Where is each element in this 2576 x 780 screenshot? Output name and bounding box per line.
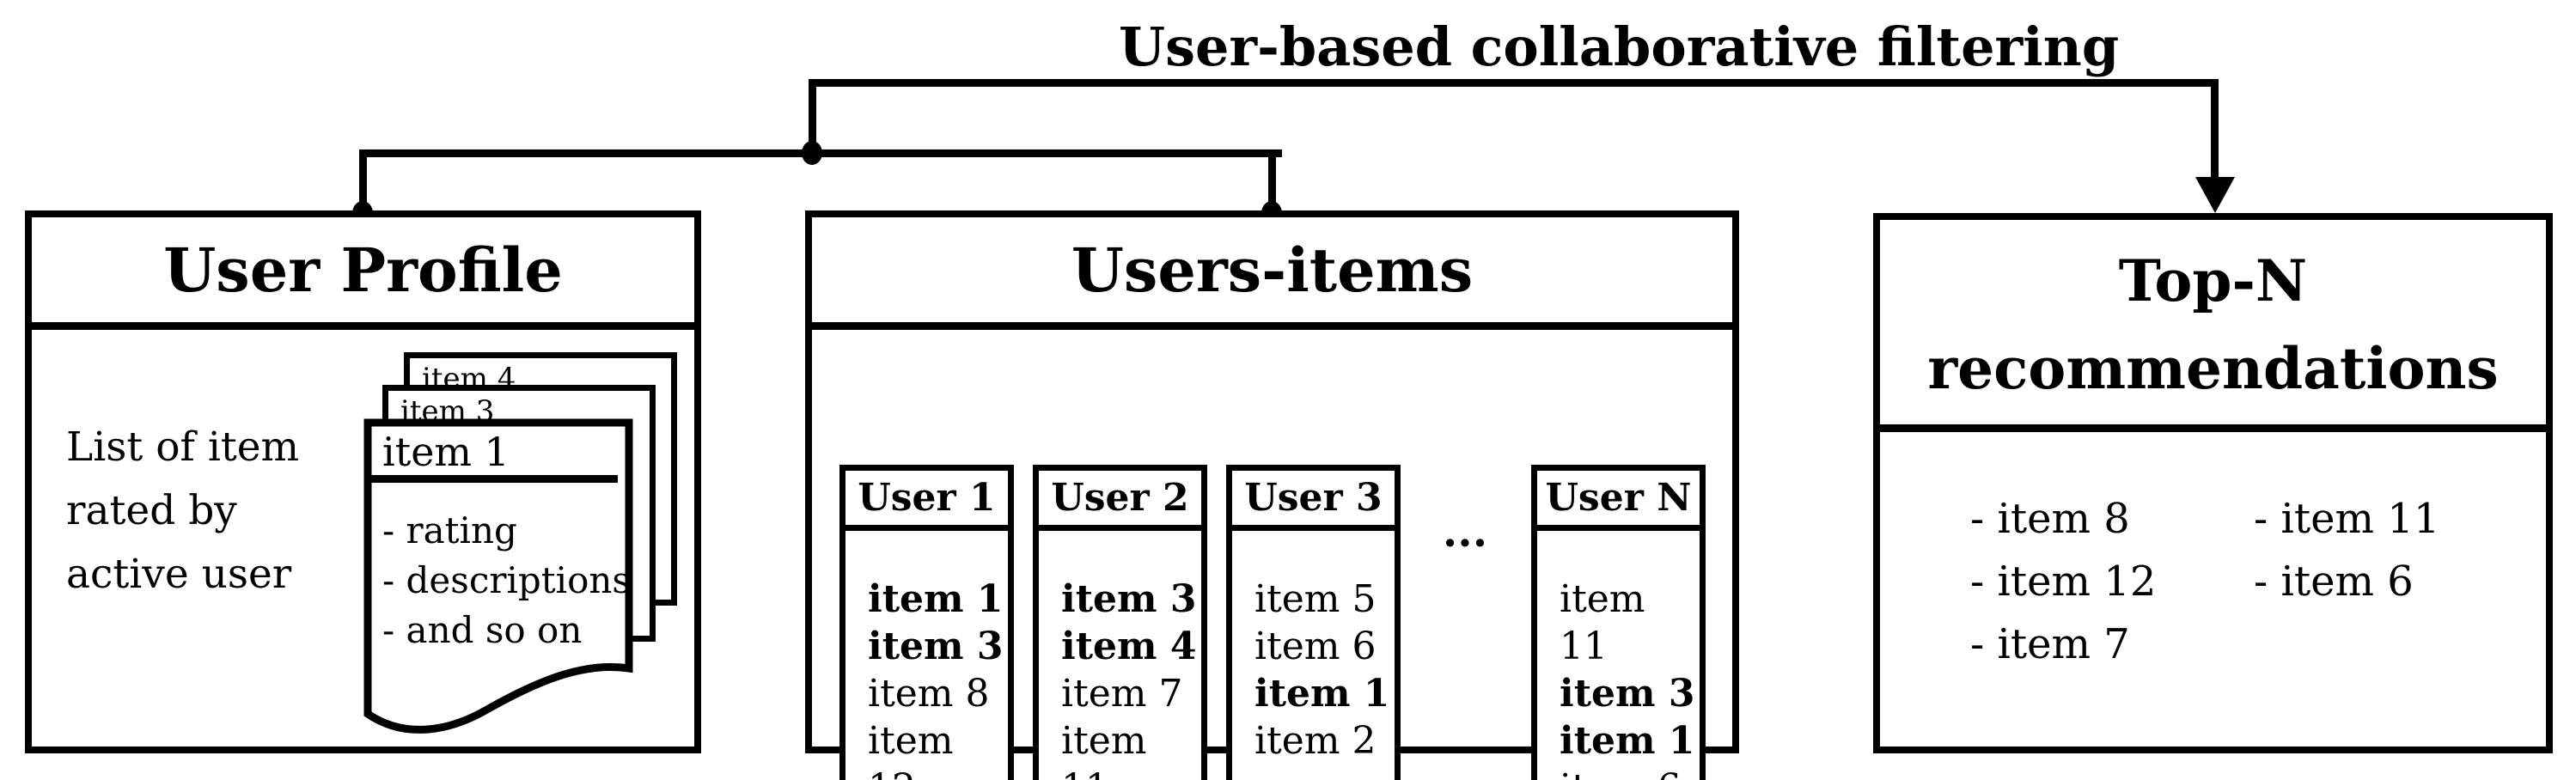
page-label: item 1: [382, 429, 510, 475]
user-item-label: item 3: [1560, 672, 1695, 716]
text-line: Top-N: [2118, 247, 2308, 314]
connector-drop-user-profile: [359, 149, 367, 213]
diagram-title: User-based collaborative filtering: [1119, 15, 2120, 78]
user-column-header: User 2: [1039, 471, 1201, 531]
user-item-label: item 8: [868, 672, 990, 716]
text-line: rated by: [66, 487, 237, 534]
text-line: recommendations: [1927, 335, 2499, 402]
text-line: - item 11: [2254, 495, 2440, 543]
ellipsis-more-users: ...: [1442, 506, 1488, 557]
top-n-header: Top-N recommendations: [1880, 220, 2546, 432]
user-item-label: item 7: [1061, 672, 1183, 716]
user-item-label: item 11: [1061, 719, 1147, 780]
user-item-label: item 11: [1560, 577, 1645, 668]
document-page-front: item 1 - rating - descriptions - and so on: [363, 418, 633, 745]
text-line: - item 8: [1970, 495, 2130, 543]
user-item-label: item 5: [1254, 577, 1377, 621]
user-column-header: User 3: [1232, 471, 1395, 531]
page-detail-list: - rating - descriptions - and so on: [382, 506, 631, 655]
page-title-rule: [371, 475, 618, 483]
user-column-header: User N: [1537, 471, 1700, 531]
user-profile-header: User Profile: [32, 217, 694, 330]
junction-dot: [802, 141, 822, 165]
user-item-label: item 1: [1254, 672, 1390, 716]
user-item-label: item 1: [868, 577, 1004, 621]
user-profile-box: User Profile List of item rated by active …: [25, 210, 701, 753]
user-column-header: User 1: [845, 471, 1008, 531]
connector-junction-drop: [809, 79, 816, 157]
text-line: - rating: [382, 509, 517, 551]
arrow-down-icon: [2195, 177, 2235, 213]
user-item-label: item 2: [1254, 719, 1377, 763]
user-item-label: item 4: [1061, 625, 1197, 668]
user-item-label: item 6: [1560, 765, 1700, 780]
user-item-label: item 1: [1560, 719, 1695, 763]
user-item-label: item 6: [1254, 625, 1377, 668]
top-n-list-right: - item 11 - item 6: [2254, 488, 2439, 613]
page-curl-outline-icon: [363, 418, 633, 734]
top-n-list-left: - item 8 - item 12 - item 7: [1970, 488, 2156, 676]
text-line: - and so on: [382, 609, 583, 651]
text-line: - item 7: [1970, 620, 2130, 668]
user-item-label: item 3: [868, 625, 1004, 668]
connector-arrow-shaft: [2211, 79, 2219, 180]
text-line: - item 6: [2254, 558, 2414, 606]
connector-top-line: [809, 79, 2219, 87]
user-item-label: item 3: [1061, 577, 1197, 621]
connector-drop-users-items: [1268, 149, 1276, 213]
user-item-label: item 12: [868, 719, 954, 780]
text-line: - descriptions: [382, 559, 631, 601]
text-line: List of item: [66, 424, 300, 471]
users-items-header: Users-items: [812, 217, 1732, 330]
user-profile-description: List of item rated by active user: [66, 416, 299, 606]
text-line: - item 12: [1970, 558, 2157, 606]
text-line: active user: [66, 551, 292, 598]
